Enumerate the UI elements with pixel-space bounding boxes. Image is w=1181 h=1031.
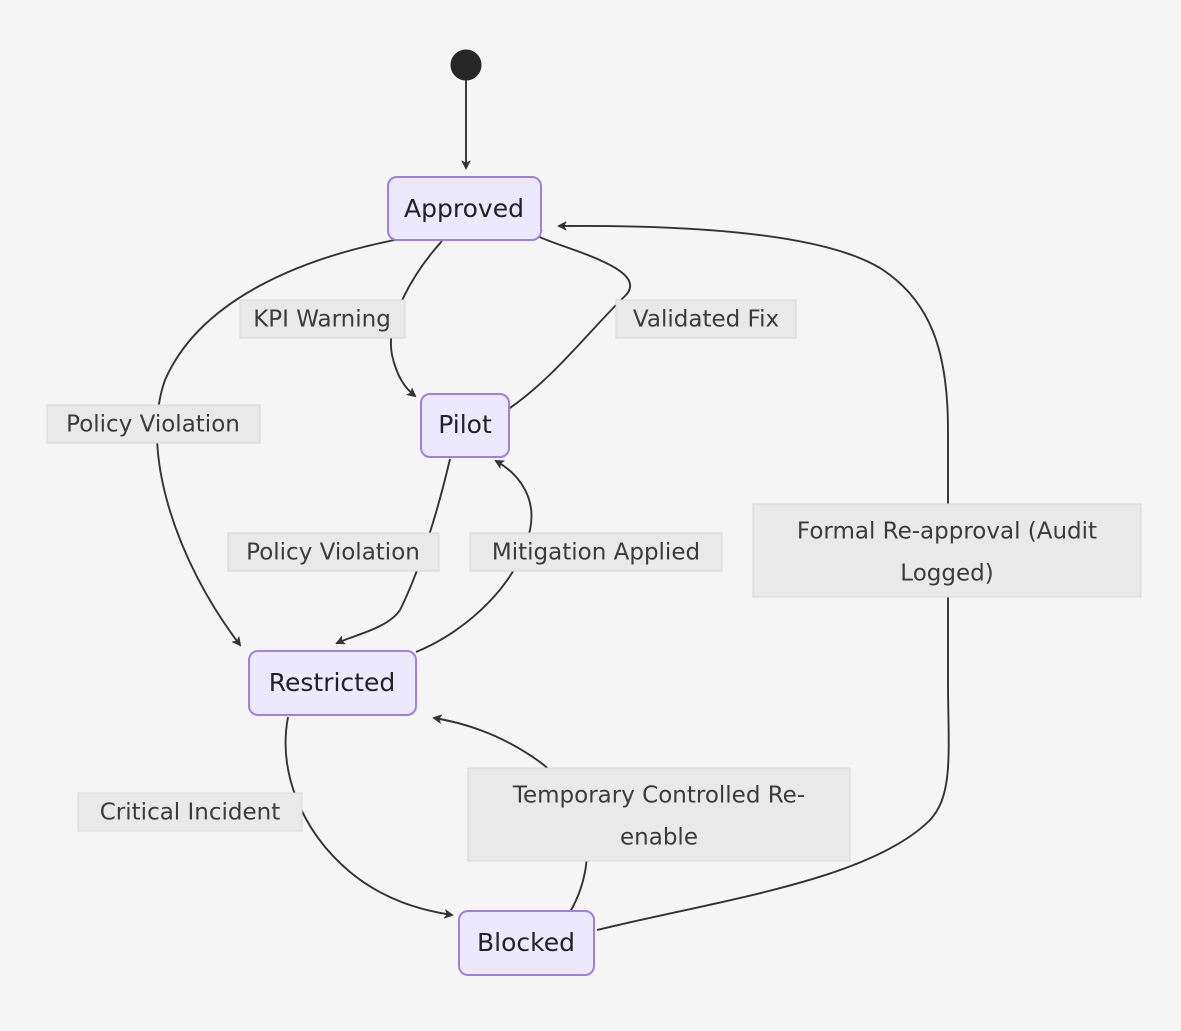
edge-label-mitigation-applied: Mitigation Applied [469, 532, 723, 572]
edge-label-box [77, 792, 303, 832]
edge-label-text: Policy Violation [246, 540, 420, 566]
edge-label-temporary-controlled-reenable: Temporary Controlled Re- enable [467, 767, 851, 862]
edge-label-validated-fix: Validated Fix [615, 299, 797, 339]
state-node-box[interactable] [387, 176, 542, 241]
state-node-approved[interactable]: Approved [387, 176, 542, 241]
state-node-restricted[interactable]: Restricted [248, 650, 417, 716]
edge-label-box [239, 299, 406, 339]
edge-pilot-to-restricted [337, 458, 451, 643]
state-node-box[interactable] [420, 393, 510, 458]
edge-label-text: Critical Incident [100, 800, 281, 826]
edge-blocked-to-approved [559, 226, 950, 931]
edge-approved-to-pilot [390, 240, 443, 396]
state-node-start[interactable] [450, 49, 482, 81]
state-node-label: Approved [404, 194, 524, 223]
state-node-label: Restricted [269, 668, 395, 697]
edge-label-text: Policy Violation [66, 412, 240, 438]
edge-label-box [752, 503, 1142, 598]
state-node-label: Blocked [477, 928, 575, 957]
edge-pilot-to-approved [506, 231, 631, 411]
edge-label-policy-violation-approved: Policy Violation [46, 404, 261, 444]
edge-label-text-line1: Formal Re-approval (Audit [797, 519, 1097, 545]
edge-label-formal-reapproval: Formal Re-approval (Audit Logged) [752, 503, 1142, 598]
edge-label-policy-violation-pilot: Policy Violation [227, 532, 440, 572]
edge-label-box [615, 299, 797, 339]
edge-label-text: Validated Fix [633, 307, 779, 333]
edge-label-box [469, 532, 723, 572]
edge-approved-to-restricted [155, 238, 401, 645]
edge-label-box [46, 404, 261, 444]
edge-restricted-to-blocked [284, 716, 452, 915]
edge-blocked-to-restricted [434, 718, 588, 913]
edge-label-text: KPI Warning [253, 307, 391, 333]
edge-label-text: Mitigation Applied [492, 540, 700, 566]
edge-label-text-line2: Logged) [900, 561, 993, 587]
edge-label-kpi-warning: KPI Warning [239, 299, 406, 339]
state-node-blocked[interactable]: Blocked [458, 910, 595, 976]
state-node-pilot[interactable]: Pilot [420, 393, 510, 458]
edge-label-text-line1: Temporary Controlled Re- [512, 783, 805, 809]
edge-label-box [467, 767, 851, 862]
edge-label-critical-incident: Critical Incident [77, 792, 303, 832]
state-node-box[interactable] [248, 650, 417, 716]
edge-label-box [227, 532, 440, 572]
edge-label-text-line2: enable [620, 825, 698, 851]
state-node-label: Pilot [438, 410, 492, 439]
state-node-box[interactable] [458, 910, 595, 976]
